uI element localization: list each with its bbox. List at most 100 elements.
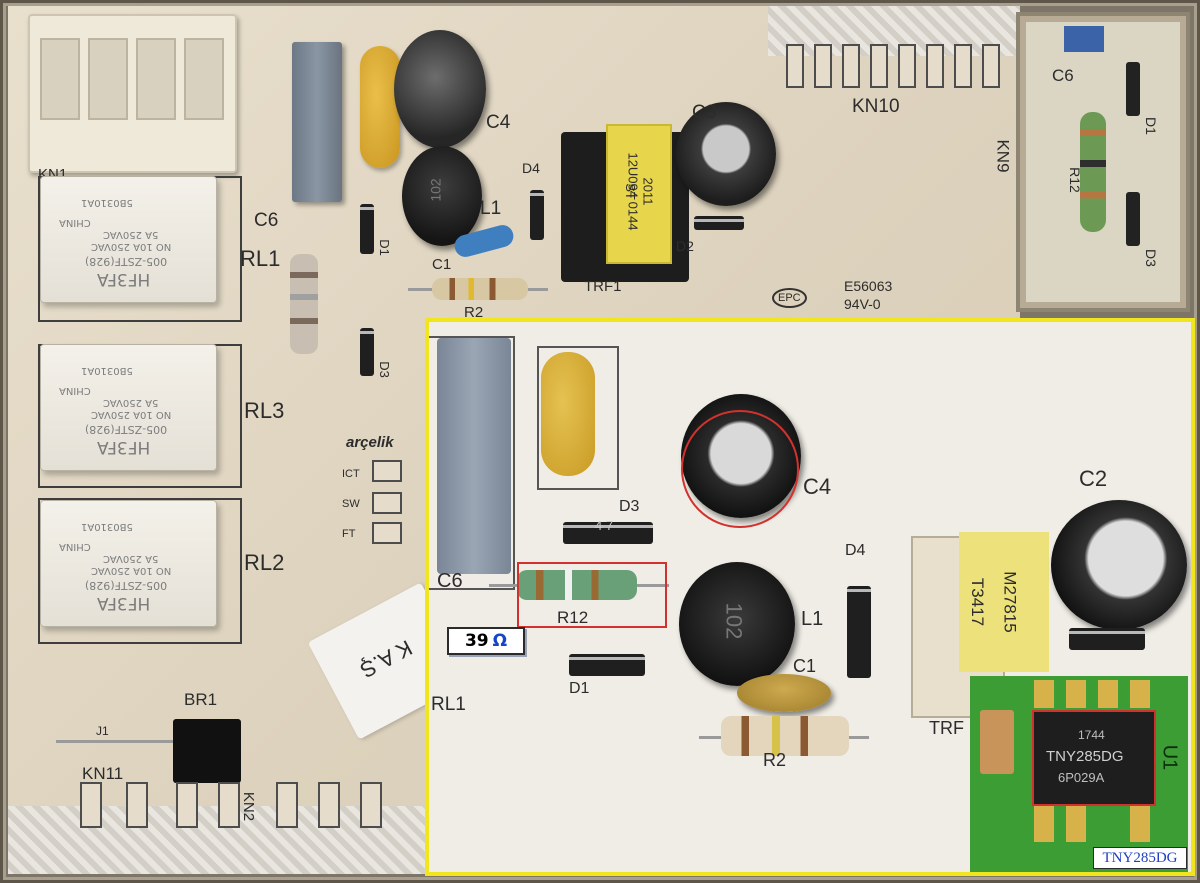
- inset-zoom-ic: 1744 TNY285DG 6P029A U1: [970, 676, 1188, 872]
- resistance-value: 39: [464, 631, 489, 651]
- label-ft: FT: [342, 528, 356, 540]
- bridge-rectifier-br1: [173, 719, 241, 783]
- inset-label-l1: L1: [801, 608, 824, 630]
- label-kn2: KN2: [240, 791, 258, 822]
- label-d2: D2: [676, 238, 694, 254]
- ohm-unit: Ω: [492, 631, 508, 651]
- resistor-r2: [432, 278, 528, 300]
- transformer-trf1: 12U094 0144 ST 2011: [606, 124, 672, 264]
- choke-marking: 102: [721, 602, 747, 640]
- inset-label-d1: D1: [569, 680, 590, 697]
- label-kn10: KN10: [852, 96, 900, 117]
- inset-label-c2: C2: [1079, 466, 1108, 491]
- label-rl2: RL2: [244, 550, 285, 575]
- resistor-r2: [721, 716, 849, 756]
- background-cloth: [768, 6, 1020, 56]
- chip-caption: TNY285DG: [1093, 847, 1187, 869]
- transformer-marking-2: T3417: [968, 577, 988, 627]
- diode-d4: [530, 190, 544, 240]
- inset-label-c1: C1: [793, 656, 817, 676]
- label-d1: D1: [376, 239, 392, 256]
- y-capacitor: [360, 46, 400, 168]
- transformer-marking-2: ST: [622, 183, 638, 200]
- label-j1: J1: [96, 724, 109, 738]
- inset-label-d1: D1: [1142, 117, 1159, 135]
- ic-marking-date: 1744: [1078, 728, 1105, 742]
- inset-label-d3: D3: [619, 498, 640, 515]
- label-d4: D4: [522, 160, 540, 176]
- choke-l1: 102: [679, 562, 795, 686]
- label-sw: SW: [342, 498, 360, 510]
- inset-label-c4: C4: [803, 474, 832, 499]
- label-rl3: RL3: [244, 398, 285, 423]
- inset-label-rl1: RL1: [431, 694, 466, 715]
- flammability-rating: 94V-0: [844, 296, 881, 312]
- diode-d4: [847, 586, 871, 678]
- connector-kn1: [28, 14, 237, 173]
- label-trf1: TRF1: [584, 278, 622, 295]
- resistor-r12: [1080, 112, 1106, 232]
- inset-label-r12: R12: [557, 608, 589, 627]
- diode-d3: [360, 328, 374, 376]
- smd-capacitor: [980, 710, 1014, 774]
- transformer-marking-1: M27815: [1000, 571, 1020, 633]
- inset-zoom-diodes: C6 D1 R12 D3: [1016, 12, 1190, 312]
- brand-logo: arçelik: [346, 434, 394, 451]
- diode-d1: [569, 654, 645, 676]
- diode-d3: [1126, 192, 1140, 246]
- y-capacitor: [541, 352, 595, 476]
- choke-marking: 102: [427, 178, 444, 202]
- resistor-r12: [517, 570, 637, 600]
- epc-logo: EPC: [772, 288, 807, 308]
- label-d3: D3: [376, 361, 392, 378]
- ic-marking-part: TNY285DG: [1046, 748, 1124, 765]
- label-r2: R2: [464, 304, 484, 321]
- sticker-text: K A.Ş: [356, 635, 417, 684]
- x-capacitor-c6: [292, 42, 342, 202]
- label-br1: BR1: [184, 690, 218, 709]
- inset-label-c6: C6: [437, 570, 463, 592]
- label-c1: C1: [432, 256, 452, 273]
- ic-marking-lot: 6P029A: [1058, 770, 1105, 785]
- label-ict: ICT: [342, 468, 360, 480]
- choke-l1: 102: [402, 146, 482, 246]
- highlight-box: [517, 562, 667, 628]
- label-u1: U1: [1158, 744, 1181, 771]
- diode-marking: 4 7: [595, 518, 614, 533]
- highlight-circle: [681, 410, 799, 528]
- inset-label-trf: TRF: [929, 718, 964, 738]
- label-kn9: KN9: [993, 139, 1013, 173]
- x-capacitor-c6: [437, 338, 511, 574]
- transformer-core: M27815 T3417: [959, 532, 1049, 672]
- diode-d1: [1126, 62, 1140, 116]
- transformer-marking-3: 2011: [640, 177, 656, 206]
- inset-label-d3: D3: [1142, 249, 1159, 267]
- diode-d2: [1069, 628, 1145, 650]
- inset-label-r12: R12: [1066, 167, 1083, 193]
- ic-tny285dg: 1744 TNY285DG 6P029A: [1032, 710, 1156, 806]
- electrolytic-capacitor-c3: [676, 102, 776, 206]
- diode-d3: [563, 522, 653, 544]
- x-capacitor-c6: [1064, 26, 1104, 52]
- label-kn11: KN11: [82, 764, 124, 783]
- electrolytic-capacitor-c2: [1051, 500, 1187, 630]
- label-c6: C6: [254, 210, 279, 231]
- label-c4: C4: [486, 112, 511, 133]
- label-l1: L1: [480, 198, 502, 219]
- inset-label-r2: R2: [763, 750, 787, 770]
- inset-label-d4: D4: [845, 542, 866, 559]
- relay-rl3: 5B0310A1 CHINA 5A 250VAC NO 10A 250VAC 0…: [40, 344, 217, 471]
- label-c3: C3: [692, 102, 717, 123]
- capacitor-c1: [737, 674, 831, 712]
- electrolytic-capacitor-c4: [394, 30, 486, 148]
- diode-d2: [694, 216, 744, 230]
- diode-d1: [360, 204, 374, 254]
- relay-rl2: 5B0310A1 CHINA 5A 250VAC NO 10A 250VAC 0…: [40, 500, 217, 627]
- inset-label-c6: C6: [1052, 66, 1074, 85]
- resistor-r12: [290, 254, 318, 354]
- relay-rl1: 5B0310A1 CHINA 5A 250VAC NO 10A 250VAC 0…: [40, 176, 217, 303]
- label-rl1: RL1: [240, 246, 281, 271]
- ul-file-number: E56063: [844, 278, 893, 294]
